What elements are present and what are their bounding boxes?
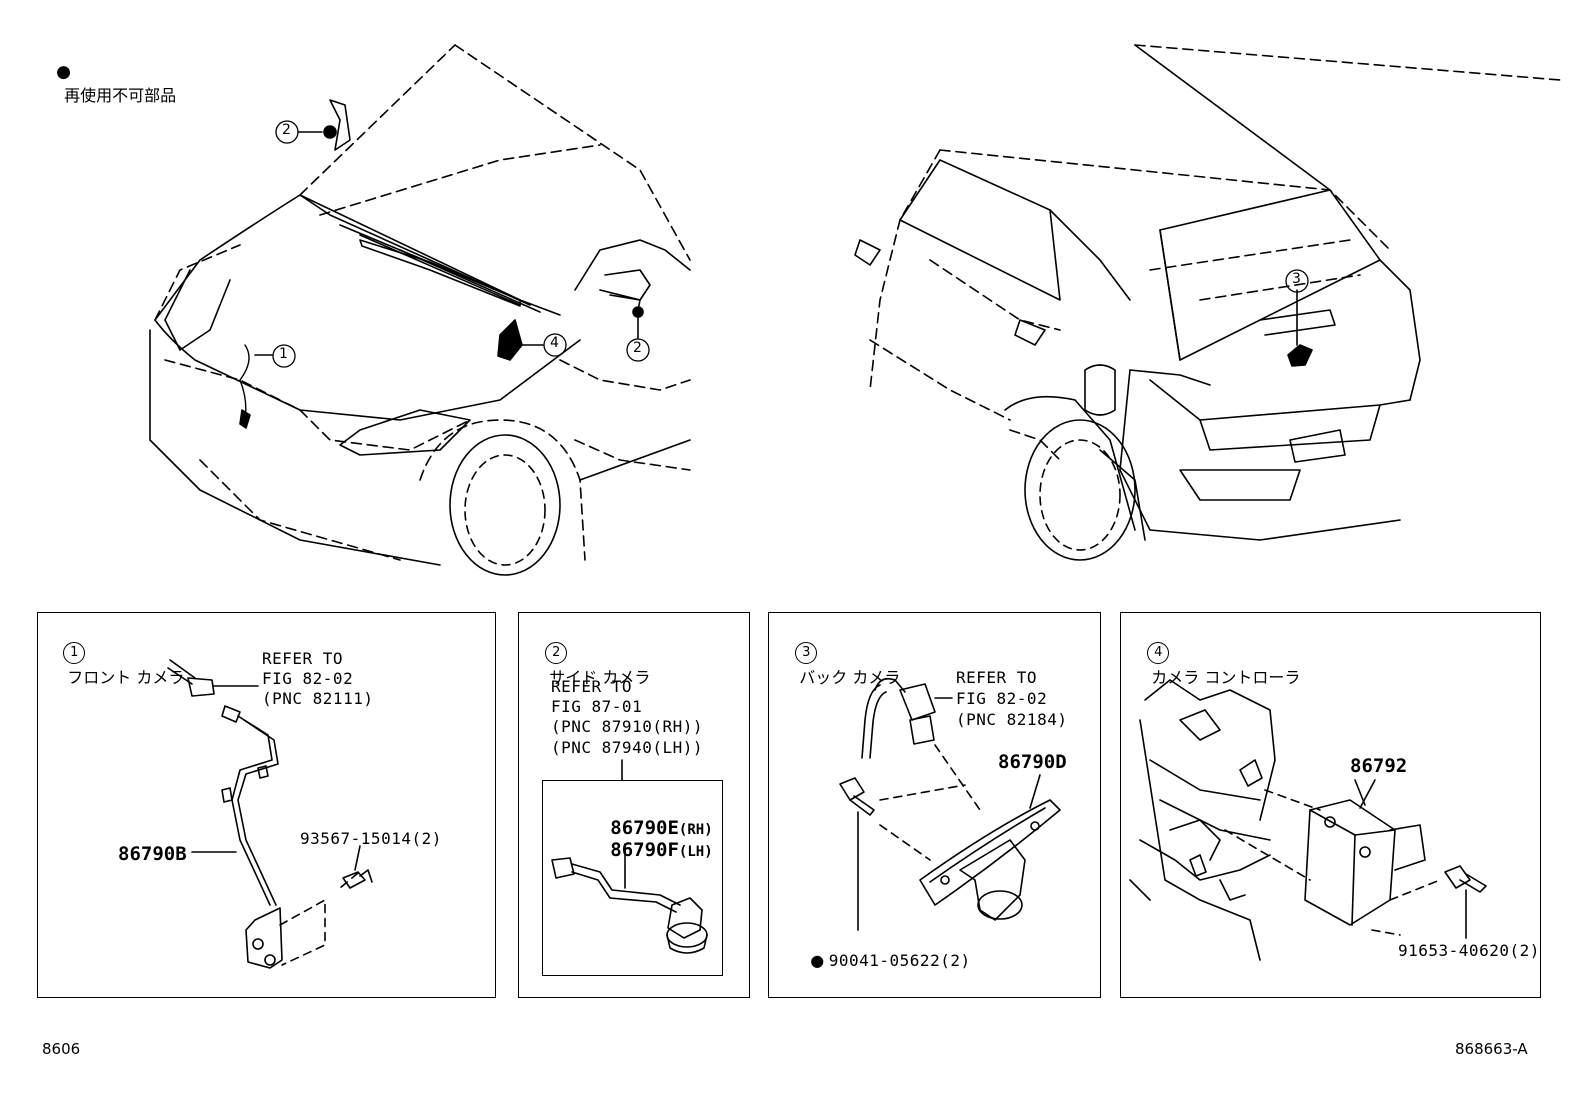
side-refer-line-1: REFER TO [551, 677, 633, 696]
controller-part-number-main: 86792 [1350, 755, 1408, 777]
front-part-number-screw: 93567-15014(2) [300, 829, 442, 848]
callout-back-camera: 3 [1292, 271, 1301, 287]
front-vehicle-drawing [149, 44, 691, 576]
front-refer-line-3: (PNC 82111) [262, 689, 374, 708]
back-refer-line-3: (PNC 82184) [956, 710, 1068, 729]
side-part-rh-code: 86790E [610, 817, 679, 839]
panel-number-4: 4 [1147, 642, 1170, 664]
non-reusable-bullet-icon: ● [56, 62, 72, 82]
footer-left-code: 8606 [42, 1040, 81, 1058]
panel-side-camera [518, 612, 750, 998]
panel-back-camera [768, 612, 1101, 998]
back-refer-line-2: FIG 82-02 [956, 689, 1048, 708]
callout-side-camera-left: 2 [282, 122, 291, 138]
panel-back-camera-title: バック カメラ [799, 668, 901, 687]
footer-right-code: 868663-A [1455, 1040, 1528, 1058]
side-camera-inset-box [542, 780, 723, 976]
back-screw-code: 90041-05622(2) [828, 951, 971, 970]
front-refer-line-1: REFER TO [262, 649, 344, 668]
panel-side-camera-header: 2 サイド カメラ [526, 622, 650, 688]
legend: ● 再使用不可部品 [46, 43, 176, 106]
side-refer-line-4: (PNC 87940(LH)) [551, 738, 703, 757]
side-part-lh-suffix: (LH) [678, 844, 713, 860]
callout-front-camera: 1 [279, 346, 288, 362]
panel-number-3: 3 [795, 642, 818, 664]
callout-side-camera-right: 2 [633, 340, 642, 356]
side-part-lh-code: 86790F [610, 839, 679, 861]
side-part-rh-suffix: (RH) [678, 822, 713, 838]
panel-side-camera-title: サイド カメラ [549, 668, 651, 687]
side-refer-line-2: FIG 87-01 [551, 697, 643, 716]
front-refer-line-2: FIG 82-02 [262, 669, 354, 688]
panel-camera-controller-header: 4 カメラ コントローラ [1128, 622, 1300, 688]
panel-number-2: 2 [545, 642, 568, 664]
panel-camera-controller [1120, 612, 1541, 998]
panel-front-camera-title: フロント カメラ [67, 668, 185, 687]
side-part-number-lh: 86790F(LH) [591, 820, 713, 861]
back-part-number-main: 86790D [998, 751, 1067, 773]
panel-back-camera-header: 3 バック カメラ [776, 622, 900, 688]
rear-vehicle-drawing [854, 44, 1561, 561]
back-refer-line-1: REFER TO [956, 668, 1038, 687]
legend-text: 再使用不可部品 [64, 86, 177, 105]
back-part-number-screw: ●90041-05622(2) [790, 932, 971, 970]
non-reusable-bullet-icon: ● [810, 951, 825, 970]
side-part-number-rh: 86790E(RH) [591, 798, 713, 839]
controller-part-number-bolt: 91653-40620(2) [1398, 941, 1540, 960]
panel-number-1: 1 [63, 642, 86, 664]
vehicle-illustrations [149, 44, 1561, 576]
callout-circles [272, 120, 1309, 368]
callout-camera-controller: 4 [550, 335, 559, 351]
panel-front-camera [37, 612, 496, 998]
panel-camera-controller-title: カメラ コントローラ [1151, 668, 1301, 687]
front-part-number-main: 86790B [118, 843, 187, 865]
panel-front-camera-header: 1 フロント カメラ [44, 622, 184, 688]
side-refer-line-3: (PNC 87910(RH)) [551, 717, 703, 736]
